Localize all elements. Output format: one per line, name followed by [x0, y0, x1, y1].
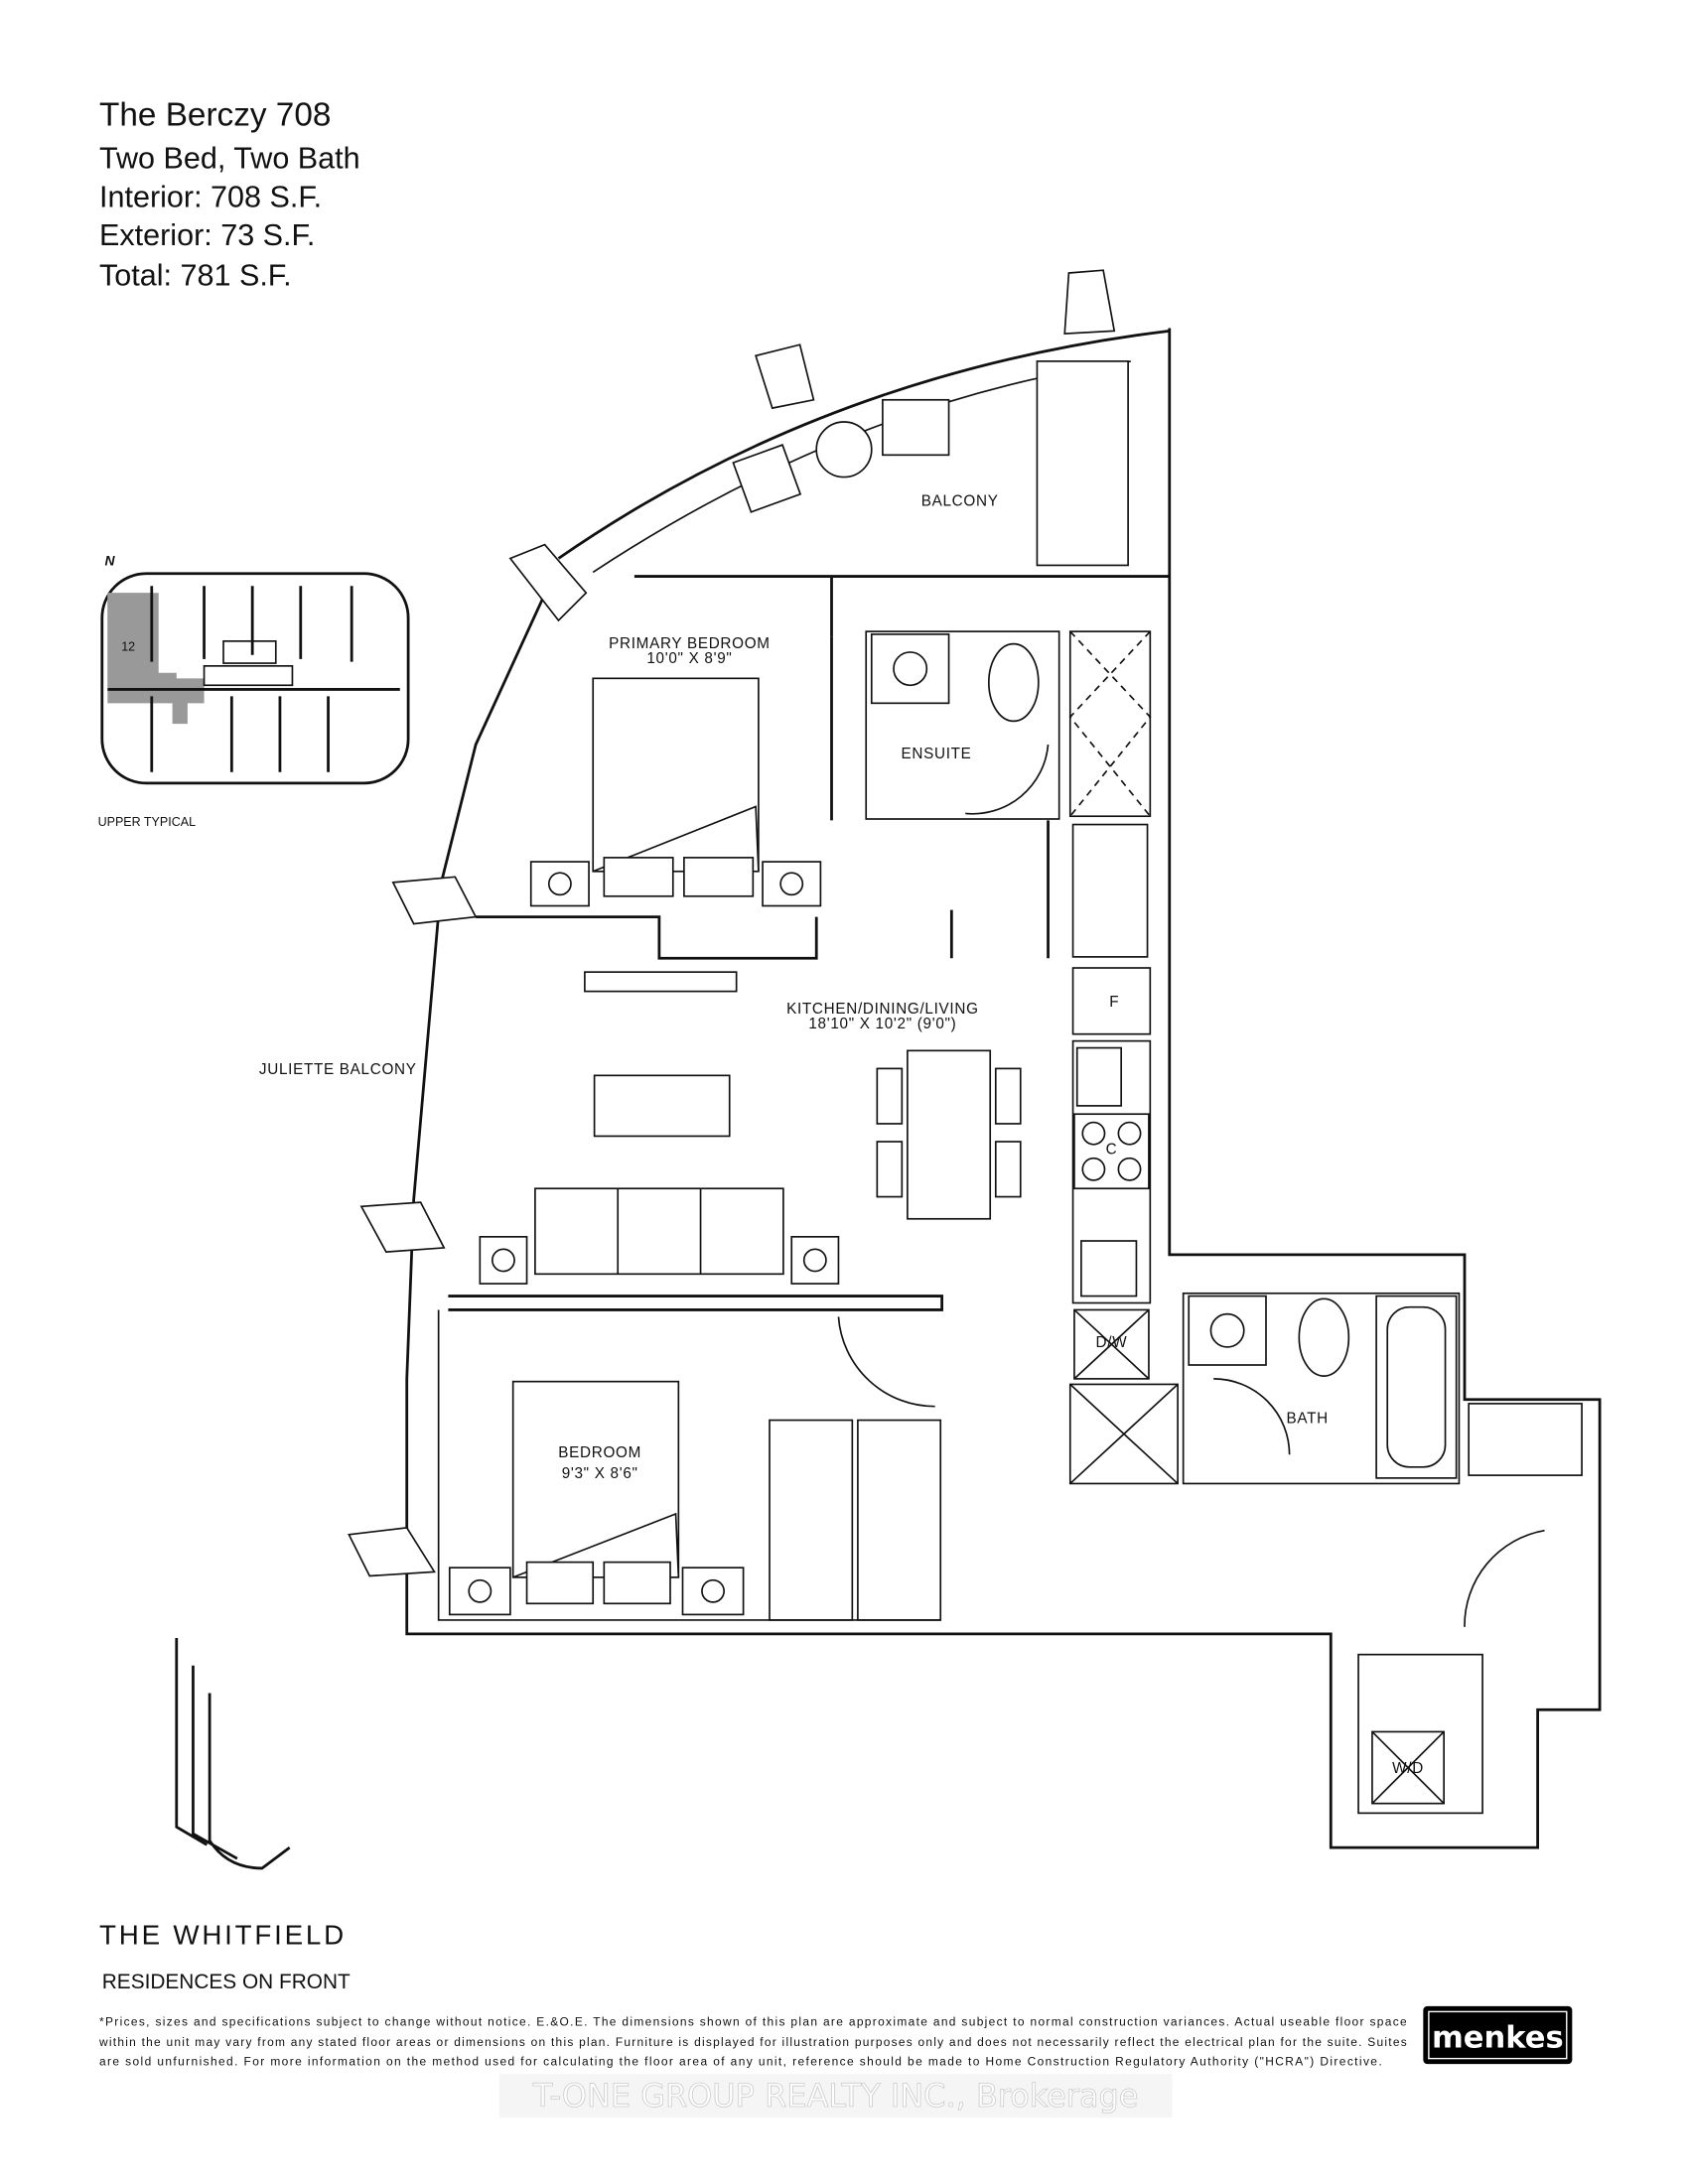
interior-area: Interior: 708 S.F. [99, 180, 322, 213]
header: The Berczy 708 Two Bed, Two Bath Interio… [99, 96, 360, 292]
primary-bedroom-dimensions: 10'0" X 8'9" [646, 650, 732, 667]
exterior-area: Exterior: 73 S.F. [99, 218, 315, 252]
key-plan: N 12 UPPER TYPICAL [98, 552, 410, 829]
disclaimer-line: within the unit may vary from any stated… [98, 2035, 1407, 2049]
key-plan-caption: UPPER TYPICAL [98, 815, 196, 829]
balcony-label: BALCONY [921, 493, 999, 510]
unit-type: Two Bed, Two Bath [99, 141, 360, 175]
primary-bedroom-label: PRIMARY BEDROOM [609, 635, 771, 652]
bedroom-dimensions: 9'3" X 8'6" [562, 1465, 638, 1482]
project-subtitle: RESIDENCES ON FRONT [102, 1971, 351, 1993]
kitchen-dining-living-label: KITCHEN/DINING/LIVING [786, 1001, 979, 1018]
floor-plan: BALCONY PRIMARY BEDROOM 10'0" X 8'9" ENS… [259, 269, 1602, 1849]
ensuite-label: ENSUITE [902, 746, 972, 762]
unit-number: 12 [121, 640, 135, 654]
fridge-label: F [1109, 994, 1119, 1011]
dishwasher-label: D/W [1096, 1334, 1128, 1351]
unit-title: The Berczy 708 [99, 96, 331, 133]
bath-label: BATH [1286, 1410, 1328, 1427]
washer-dryer-label: W/D [1392, 1760, 1424, 1777]
cooktop-label: C [1106, 1142, 1118, 1159]
disclaimer-line: *Prices, sizes and specifications subjec… [99, 2014, 1407, 2028]
menkes-logo-text: menkes [1432, 2021, 1564, 2056]
total-area: Total: 781 S.F. [99, 259, 292, 293]
menkes-logo: menkes [1423, 2005, 1573, 2065]
project-name: THE WHITFIELD [99, 1919, 347, 1950]
watermark: T-ONE GROUP REALTY INC., Brokerage [532, 2077, 1139, 2115]
disclaimer: *Prices, sizes and specifications subjec… [98, 2014, 1407, 2068]
whitfield-logo [175, 1638, 291, 1870]
north-arrow-icon: N [105, 552, 116, 568]
juliette-balcony-label: JULIETTE BALCONY [259, 1061, 417, 1078]
bedroom-label: BEDROOM [558, 1444, 641, 1461]
disclaimer-line: are sold unfurnished. For more informati… [99, 2055, 1382, 2069]
kitchen-dining-living-dimensions: 18'10" X 10'2" (9'0") [808, 1016, 956, 1032]
